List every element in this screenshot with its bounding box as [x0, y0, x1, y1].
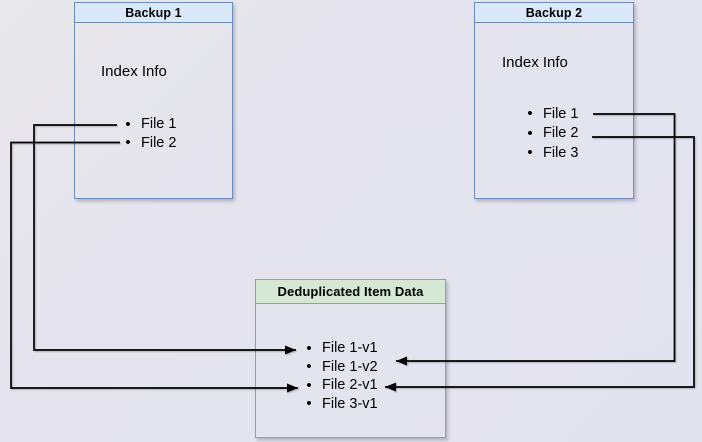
bullet-icon	[522, 144, 538, 161]
bullet-icon	[301, 395, 317, 412]
backup1-index-info-label: Index Info	[101, 63, 167, 80]
backup2-file2-label: File 2	[543, 125, 579, 142]
dedup-file3-v1-label: File 3-v1	[322, 395, 378, 412]
dedup-file-list: File 1-v1 File 1-v2 File 2-v1 File 3-v1	[301, 339, 378, 413]
bullet-icon	[301, 358, 317, 375]
list-item: File 1	[522, 104, 578, 124]
list-item: File 2	[120, 134, 176, 153]
dedup-file1-v1-label: File 1-v1	[322, 340, 378, 357]
backup1-file2-label: File 2	[141, 134, 177, 151]
backup1-header: Backup 1	[75, 3, 232, 23]
dedup-file2-v1-label: File 2-v1	[322, 377, 378, 394]
list-item: File 1-v2	[301, 358, 378, 377]
bullet-icon	[522, 105, 538, 122]
backup1-file1-label: File 1	[141, 116, 177, 133]
list-item: File 1-v1	[301, 339, 378, 358]
backup2-file3-label: File 3	[543, 144, 579, 161]
list-item: File 2	[522, 124, 578, 144]
dedup-file1-v2-label: File 1-v2	[322, 358, 378, 375]
backup2-index-info-label: Index Info	[502, 54, 568, 71]
dedup-header: Deduplicated Item Data	[256, 280, 445, 304]
backup2-box: Backup 2 Index Info File 1 File 2 File 3	[474, 2, 634, 199]
bullet-icon	[301, 377, 317, 394]
backup2-header: Backup 2	[475, 3, 633, 23]
backup2-file-list: File 1 File 2 File 3	[522, 104, 578, 163]
list-item: File 1	[120, 115, 176, 134]
backup1-file-list: File 1 File 2	[120, 115, 176, 152]
backup1-box: Backup 1 Index Info File 1 File 2	[74, 2, 233, 199]
list-item: File 2-v1	[301, 376, 378, 395]
deduplicated-item-data-box: Deduplicated Item Data File 1-v1 File 1-…	[255, 279, 446, 438]
backup2-file1-label: File 1	[543, 105, 579, 122]
bullet-icon	[301, 340, 317, 357]
bullet-icon	[522, 125, 538, 142]
bullet-icon	[120, 116, 136, 133]
list-item: File 3-v1	[301, 395, 378, 414]
bullet-icon	[120, 134, 136, 151]
list-item: File 3	[522, 143, 578, 163]
